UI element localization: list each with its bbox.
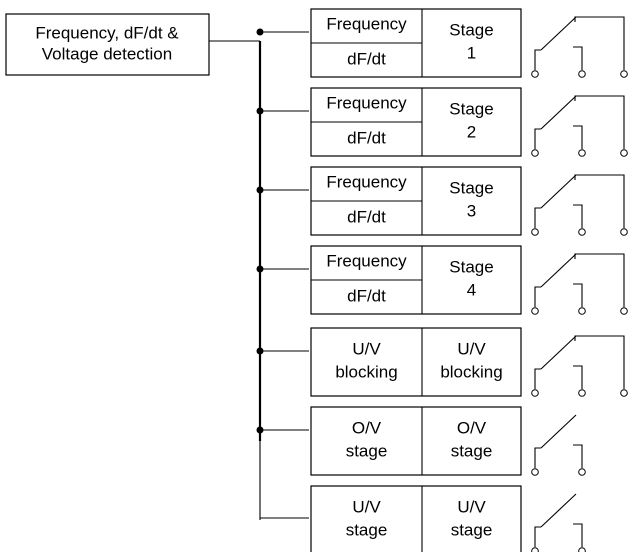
frequency-label: Frequency [326,251,407,270]
stage-block: U/V blocking U/V blocking [256,327,628,397]
stage-box [310,327,522,397]
stage-label-line2: 1 [467,43,476,62]
stage-block: Frequency dF/dt Stage 2 [256,87,628,157]
stage-label-line1: O/V [457,418,487,437]
dfdt-label: dF/dt [347,207,386,226]
stage-block: U/V stage U/V stage [260,485,586,552]
stage-label-line1: U/V [457,339,486,358]
junction-dot [256,265,264,273]
junction-dot [256,426,264,434]
function-label-line2: blocking [335,362,397,381]
stage-label-line1: Stage [449,257,493,276]
changeover-contact-icon [531,174,628,236]
frequency-label: Frequency [326,93,407,112]
stage-block: Frequency dF/dt Stage 3 [256,166,628,236]
frequency-label: Frequency [326,14,407,33]
normally-open-contact-icon [531,493,586,552]
frequency-label: Frequency [326,172,407,191]
function-label-line1: U/V [352,497,381,516]
stage-label-line2: stage [451,520,493,539]
changeover-contact-icon [531,95,628,157]
stage-label-line2: 4 [467,280,476,299]
function-label-line2: stage [346,441,388,460]
stage-block: O/V stage O/V stage [256,406,586,476]
function-label-line2: stage [346,520,388,539]
function-label-line1: U/V [352,339,381,358]
changeover-contact-icon [531,335,628,397]
stage-label-line1: Stage [449,20,493,39]
source-label-line1: Frequency, dF/dt & [35,23,179,42]
changeover-contact-icon [531,253,628,315]
dfdt-label: dF/dt [347,49,386,68]
source-label-line2: Voltage detection [42,44,172,63]
stage-label-line2: 3 [467,201,476,220]
stage-box [310,485,522,552]
stage-block: Frequency dF/dt Stage 4 [256,245,628,315]
normally-open-contact-icon [531,414,586,476]
stage-label-line1: Stage [449,178,493,197]
dfdt-label: dF/dt [347,128,386,147]
junction-dot [256,107,264,115]
junction-dot [256,186,264,194]
stage-label-line2: 2 [467,122,476,141]
dfdt-label: dF/dt [347,286,386,305]
stage-label-line1: U/V [457,497,486,516]
source-box [5,13,210,76]
stage-box [310,406,522,476]
function-label-line1: O/V [352,418,382,437]
stage-label-line2: blocking [440,362,502,381]
stage-label-line2: stage [451,441,493,460]
junction-dot [256,28,264,36]
changeover-contact-icon [531,16,628,78]
stage-label-line1: Stage [449,99,493,118]
source-block: Frequency, dF/dt & Voltage detection [5,13,210,76]
stage-block: Frequency dF/dt Stage 1 [256,8,628,78]
junction-dot [256,347,264,355]
